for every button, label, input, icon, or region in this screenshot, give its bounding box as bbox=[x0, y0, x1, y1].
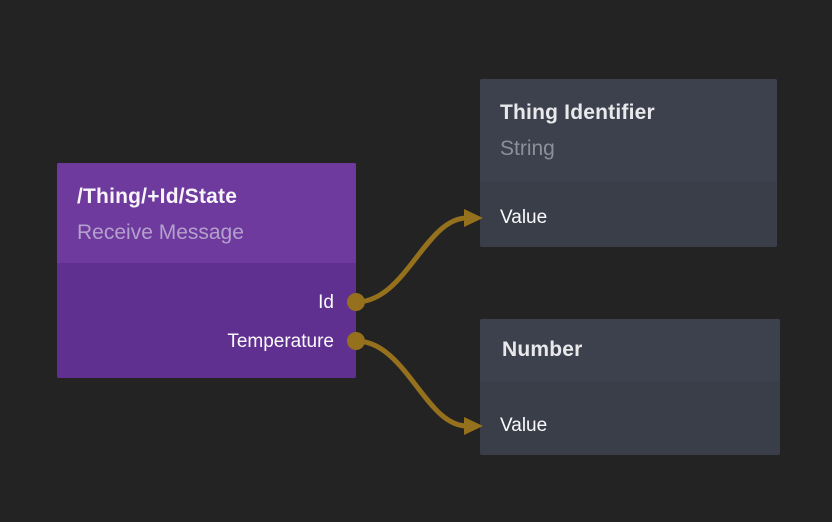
input-port-label: Value bbox=[500, 207, 548, 228]
input-port-label: Value bbox=[500, 415, 548, 436]
input-port-arrow-icon[interactable] bbox=[464, 417, 483, 435]
output-port-row-id[interactable]: Id bbox=[57, 283, 356, 322]
output-port-label: Id bbox=[318, 291, 334, 313]
node-body: Value bbox=[480, 181, 777, 237]
node-body: Value bbox=[480, 382, 780, 445]
node-title: Number bbox=[502, 338, 583, 361]
input-port-row-value[interactable]: Value bbox=[480, 407, 780, 445]
node-header: /Thing/+Id/State Receive Message bbox=[57, 163, 356, 263]
input-port-row-value[interactable]: Value bbox=[480, 199, 777, 237]
wire-id-to-thing-identifier-value[interactable] bbox=[355, 215, 468, 305]
node-thing-identifier[interactable]: Thing Identifier String Value bbox=[480, 79, 777, 247]
output-port-dot[interactable] bbox=[347, 332, 365, 350]
node-header: Number bbox=[480, 319, 780, 382]
node-subtitle: Receive Message bbox=[77, 221, 244, 244]
node-subtitle: String bbox=[500, 137, 555, 160]
output-port-dot[interactable] bbox=[347, 293, 365, 311]
node-body: Id Temperature bbox=[57, 263, 356, 361]
wire-temperature-to-number-value[interactable] bbox=[355, 338, 468, 429]
output-port-label: Temperature bbox=[227, 330, 334, 352]
node-header: Thing Identifier String bbox=[480, 79, 777, 181]
node-receive-message[interactable]: /Thing/+Id/State Receive Message Id Temp… bbox=[57, 163, 356, 378]
node-number[interactable]: Number Value bbox=[480, 319, 780, 455]
node-title: Thing Identifier bbox=[500, 101, 655, 124]
output-port-row-temperature[interactable]: Temperature bbox=[57, 322, 356, 361]
input-port-arrow-icon[interactable] bbox=[464, 209, 483, 227]
node-title: /Thing/+Id/State bbox=[77, 185, 238, 208]
